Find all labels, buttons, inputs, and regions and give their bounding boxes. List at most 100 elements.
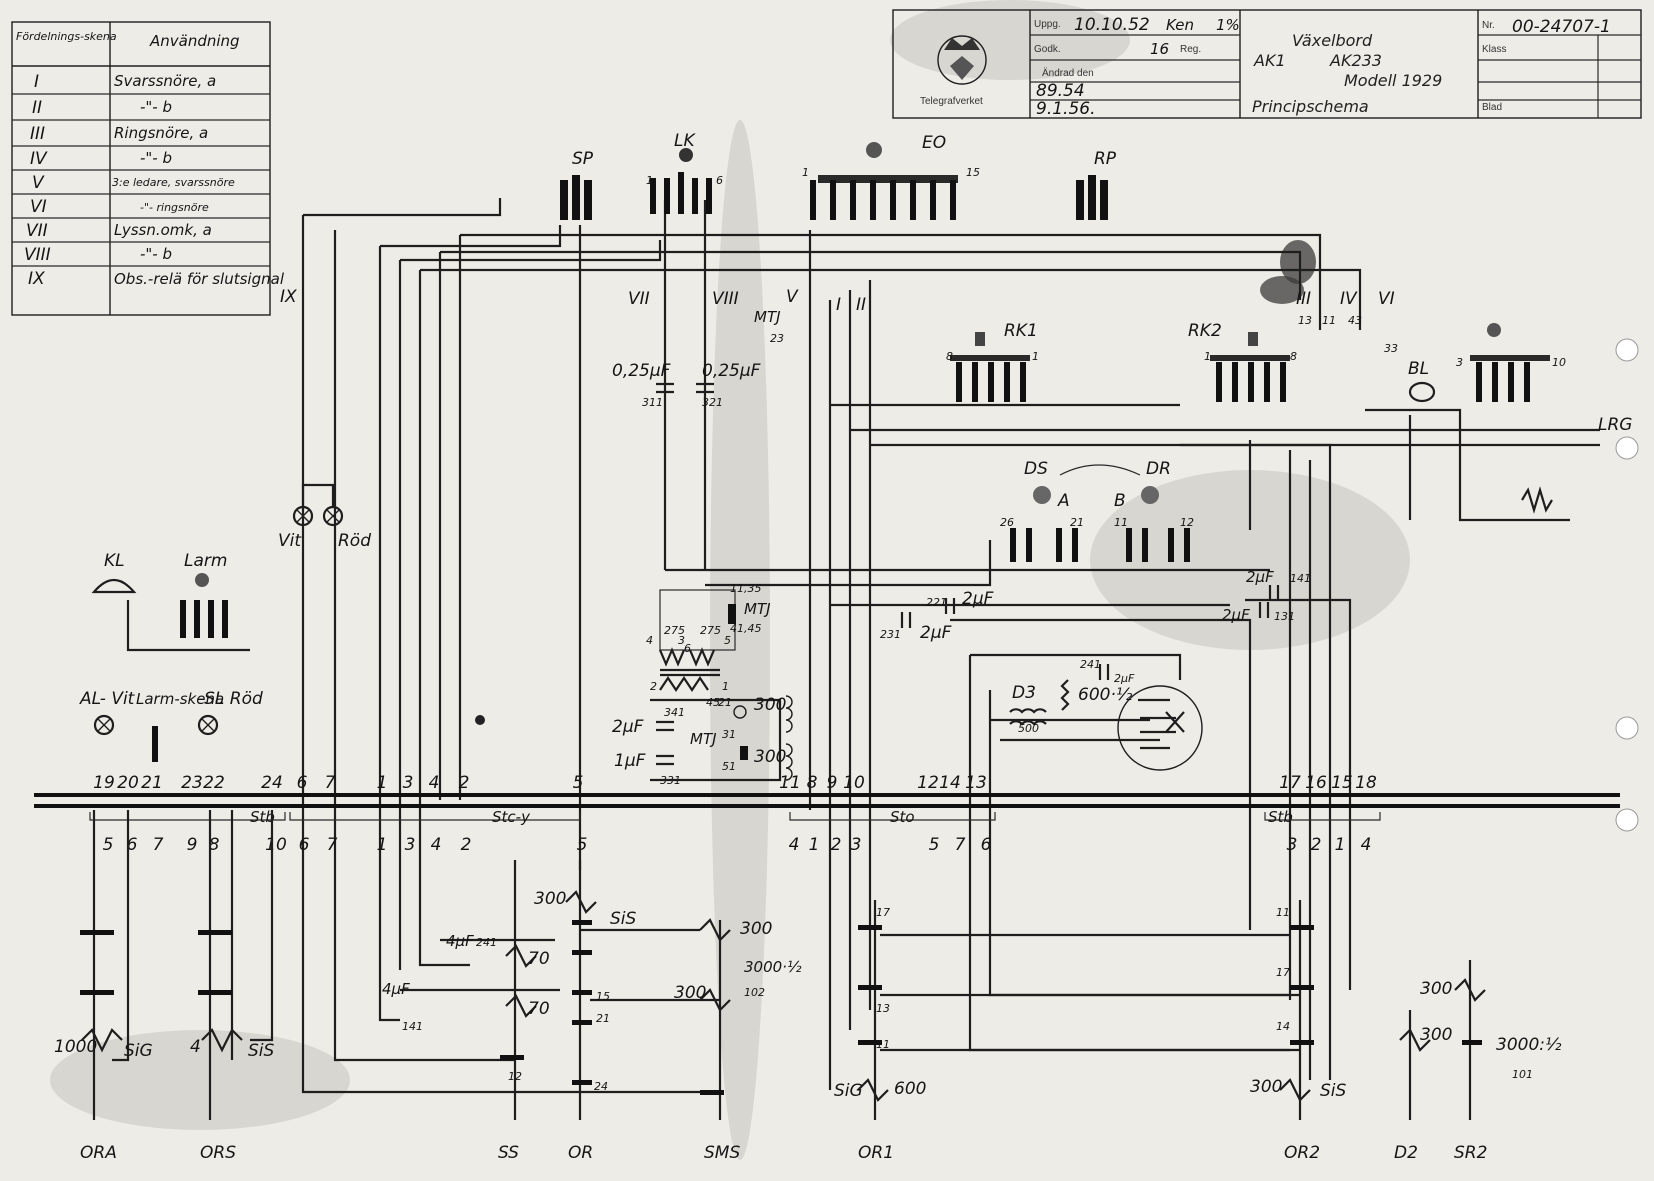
legend-header-use: Användning [149, 32, 240, 50]
bus-terminal-top: 21 [141, 773, 163, 793]
label-larmskena: Larm-skena [136, 690, 224, 708]
bus-terminal-bottom: 9 [187, 835, 198, 855]
relay-300d: 300 [1250, 1077, 1282, 1097]
relay-section: 1000 SiG 4 SiS ORA ORS 300 SiS 70 70 300… [54, 810, 1562, 1163]
label-d3: D3 [1012, 683, 1036, 703]
bus-terminal-bottom: 5 [103, 835, 114, 855]
d3-tx-circuit: D3 500 600·½ [1009, 679, 1203, 771]
relay-600: 600 [894, 1079, 926, 1099]
label-n11: 11 [1322, 314, 1336, 327]
or1-17: 17 [876, 906, 890, 919]
label-a: A [1057, 491, 1070, 511]
legend-table: Fördelnings-skena Användning I Svarssnör… [11, 21, 285, 316]
ds-pin-21: 21 [1070, 516, 1084, 529]
label-larm: Larm [184, 551, 227, 571]
andrad-value-1: 89.54 [1036, 81, 1085, 101]
legend-bus-ix: IX [28, 269, 45, 289]
uppg-label: Uppg. [1034, 19, 1061, 30]
bus-terminal-top: 19 [93, 773, 115, 793]
marker-vii: VII [628, 289, 650, 309]
tr-pin-4: 4 [646, 634, 653, 647]
legend-use-iii: Ringsnöre, a [114, 124, 208, 142]
bus-terminal-top: 10 [843, 773, 865, 793]
or2-17: 17 [1276, 966, 1290, 979]
bus-terminal-bottom: 10 [265, 835, 287, 855]
relay-4: 4 [190, 1037, 201, 1057]
distribution-bus: Stb Stc-y Sto Stb [34, 793, 1620, 826]
bus-terminal-bottom: 2 [831, 835, 842, 855]
cap-4uf-b: 4µF [382, 980, 410, 998]
bus-terminal-top: 6 [297, 773, 308, 793]
lamps-left: Vit Röd KL Larm AL- Vit Larm-skena -SL R… [79, 483, 371, 762]
key-rk2: RK2 1 8 [1188, 321, 1297, 402]
bus-terminal-bottom: 2 [1311, 835, 1322, 855]
cap-221-no: 221 [926, 596, 947, 609]
label-or1: OR1 [858, 1143, 894, 1163]
bus-terminal-bottom: 4 [1361, 835, 1372, 855]
label-mtj-top: MTJ [754, 308, 781, 326]
reg-label: Reg. [1180, 44, 1201, 55]
rk2-pin-8: 8 [1290, 350, 1297, 363]
bl-pin-3: 3 [1456, 356, 1463, 369]
label-ds: DS [1024, 459, 1048, 479]
legend-use-ix: Obs.-relä för slutsignal [114, 270, 285, 288]
cap-241-no: 241 [1080, 658, 1101, 671]
bus-terminal-top: 5 [573, 773, 584, 793]
relay-300f: 300 [1420, 979, 1452, 999]
label-kl: KL [104, 551, 125, 571]
cap-221-value: 2µF [962, 589, 994, 609]
or2-11: 11 [1276, 906, 1290, 919]
andrad-label: Ändrad den [1042, 67, 1094, 79]
label-ss: SS [498, 1143, 519, 1163]
plug-bank-rp: RP [1076, 149, 1117, 220]
label-ora: ORA [80, 1143, 117, 1163]
title-block: Telegrafverket Uppg. 10.10.52 Ken 1% God… [892, 9, 1642, 119]
tr-pin-6: 6 [684, 642, 691, 655]
label-rk1: RK1 [1004, 321, 1038, 341]
bus-terminal-bottom: 1 [1335, 835, 1346, 855]
bus-terminal-top: 12 [917, 773, 939, 793]
bus-terminal-top: 16 [1305, 773, 1327, 793]
bus-terminal-top: 7 [325, 773, 336, 793]
bus-terminal-top: 23 [181, 773, 203, 793]
cap-131-no: 131 [1274, 610, 1295, 623]
lk-pin-6: 6 [716, 174, 723, 187]
relay-101: 101 [1512, 1068, 1533, 1081]
label-or2: OR2 [1284, 1143, 1320, 1163]
lamp-rod-label: Röd [338, 531, 371, 551]
telegrafverket-emblem [937, 35, 987, 85]
main-wiring [301, 198, 1600, 1094]
relay-sis2: SiS [610, 909, 637, 929]
lamp-bl-circuit: BL LRG 3 10 [1408, 323, 1632, 514]
label-n13: 13 [1298, 314, 1312, 327]
label-eo: EO [922, 133, 946, 153]
label-500: 500 [1018, 722, 1039, 735]
cap-131-value: 2µF [1222, 606, 1250, 624]
bus-terminal-top: 3 [403, 773, 414, 793]
or1-13: 13 [876, 1002, 890, 1015]
label-sms: SMS [704, 1143, 740, 1163]
relay-21: 21 [596, 1012, 610, 1025]
rk2-pin-1: 1 [1204, 350, 1211, 363]
mtj-41-45: 41,45 [730, 622, 762, 635]
dr-pin-12: 12 [1180, 516, 1194, 529]
bus-terminal-bottom: 8 [209, 835, 220, 855]
bus-terminal-top: 9 [827, 773, 838, 793]
relay-1000: 1000 [54, 1037, 97, 1057]
marker-ii: II [856, 295, 866, 315]
bus-terminal-top: 18 [1355, 773, 1377, 793]
bus-terminal-top: 13 [965, 773, 987, 793]
legend-use-ii: -"- b [140, 98, 172, 116]
bus-terminal-bottom: 3 [1287, 835, 1298, 855]
cap-341-no: 341 [664, 706, 685, 719]
label-sl-rod: -SL Röd [198, 689, 263, 709]
marker-iv: IV [1340, 289, 1358, 309]
or2-14: 14 [1276, 1020, 1290, 1033]
legend-bus-vi: VI [30, 197, 47, 217]
godk-label: Godk. [1034, 44, 1061, 55]
nr-label: Nr. [1482, 20, 1495, 31]
bus-terminal-bottom: 3 [405, 835, 416, 855]
bus-terminal-bottom: 1 [377, 835, 388, 855]
bus-terminal-bottom: 7 [955, 835, 966, 855]
title-line-3: Modell 1929 [1344, 71, 1442, 90]
